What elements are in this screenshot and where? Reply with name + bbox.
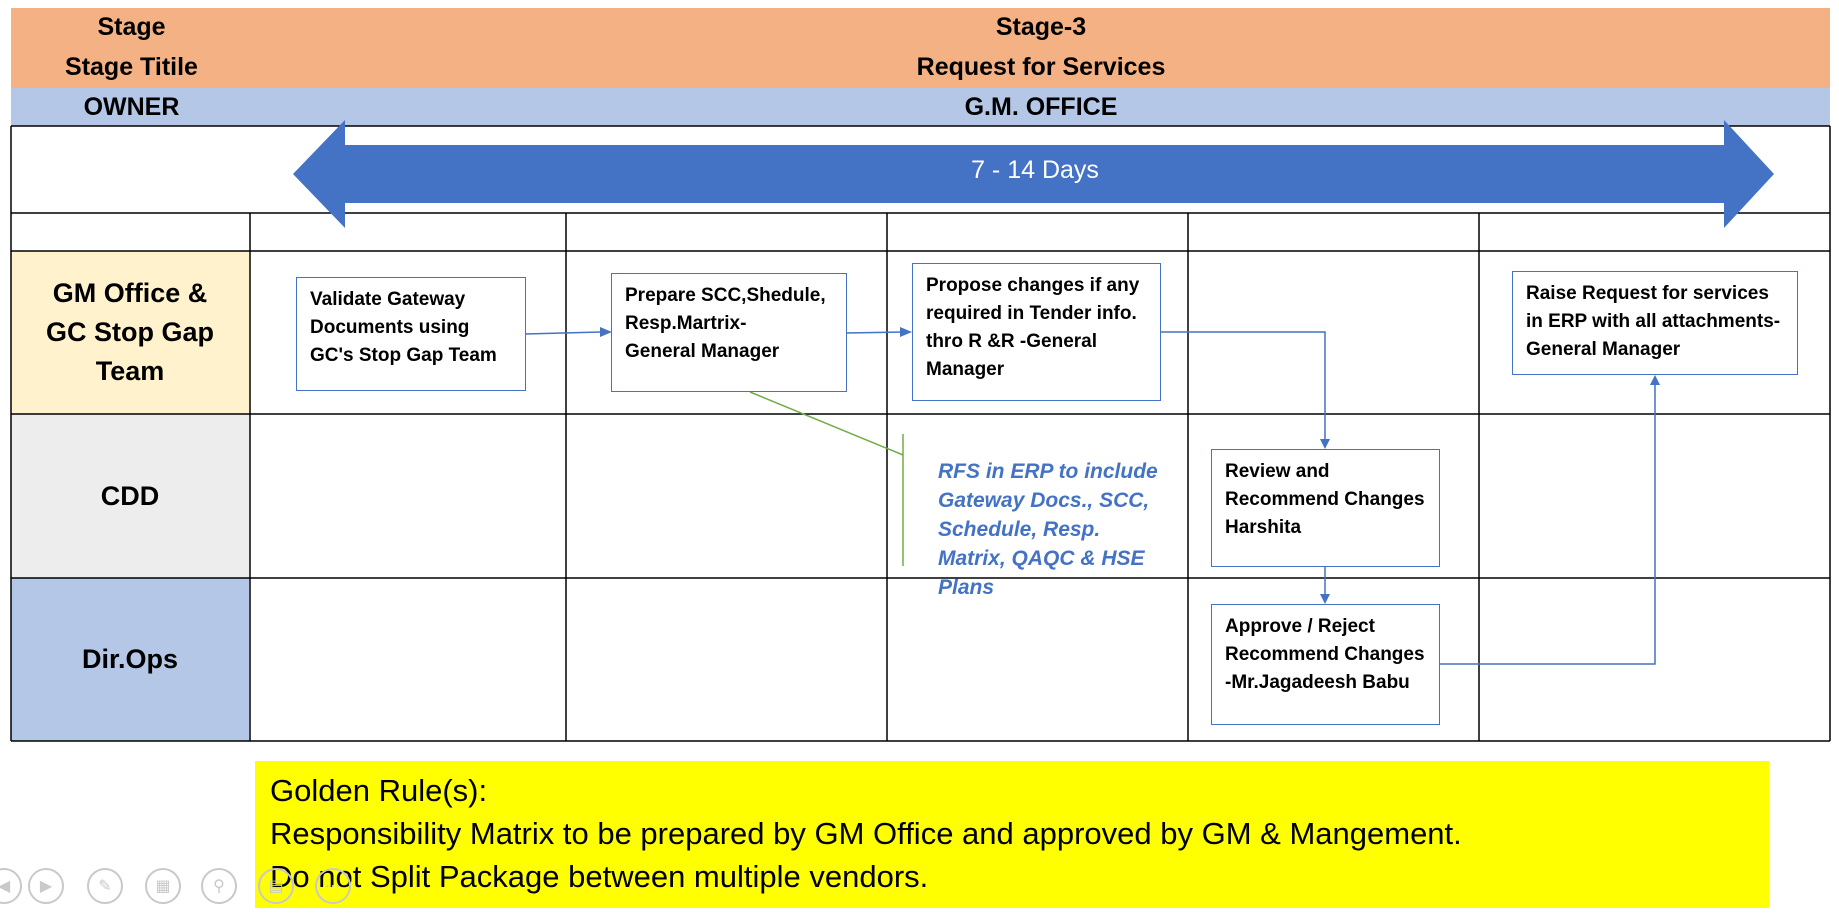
review-changes-box[interactable]: Review and Recommend Changes Harshita	[1211, 449, 1440, 567]
stage-row: Stage Stage-3	[11, 8, 1830, 46]
lane-cdd: CDD	[11, 414, 249, 578]
golden-rule-2: Do not Split Package between multiple ve…	[270, 859, 929, 894]
validate-documents-box[interactable]: Validate Gateway Documents using GC's St…	[296, 277, 526, 391]
owner-row: OWNER G.M. OFFICE	[11, 88, 1830, 126]
stage-title-row: Stage Titile Request for Services	[11, 46, 1830, 88]
zoom-icon[interactable]: ⚲	[201, 868, 237, 904]
owner-label: OWNER	[83, 92, 180, 121]
stage-title-value: Request for Services	[916, 52, 1166, 81]
rfs-annotation: RFS in ERP to include Gateway Docs., SCC…	[938, 428, 1178, 602]
lane-gm-office: GM Office & GC Stop Gap Team	[11, 251, 249, 414]
lane-label: GM Office & GC Stop Gap Team	[46, 278, 214, 386]
lane-label: CDD	[100, 480, 160, 511]
owner-value: G.M. OFFICE	[964, 92, 1118, 121]
golden-rules-panel: Golden Rule(s): Responsibility Matrix to…	[255, 761, 1769, 908]
pen-icon[interactable]: ✎	[87, 868, 123, 904]
subtitle-icon[interactable]: ▤	[258, 868, 294, 904]
duration-arrow	[293, 120, 1774, 228]
lane-label: Dir.Ops	[81, 644, 179, 674]
rfs-annotation-text: RFS in ERP to include Gateway Docs., SCC…	[938, 460, 1158, 599]
golden-rule-1: Responsibility Matrix to be prepared by …	[270, 816, 1462, 851]
prepare-scc-box[interactable]: Prepare SCC,Shedule, Resp.Martrix- Gener…	[611, 273, 847, 392]
stage-label: Stage	[97, 12, 166, 41]
golden-rules-title: Golden Rule(s):	[270, 773, 488, 808]
play-icon[interactable]: ▶	[28, 868, 64, 904]
stage-title-label: Stage Titile	[65, 52, 198, 81]
propose-changes-box[interactable]: Propose changes if any required in Tende…	[912, 263, 1161, 401]
lane-dir-ops: Dir.Ops	[11, 578, 249, 741]
stage-value: Stage-3	[995, 12, 1087, 41]
approve-reject-box[interactable]: Approve / Reject Recommend Changes -Mr.J…	[1211, 604, 1440, 725]
raise-request-box[interactable]: Raise Request for services in ERP with a…	[1512, 271, 1798, 375]
duration-label: 7 - 14 Days	[971, 156, 1099, 184]
slides-icon[interactable]: ▦	[145, 868, 181, 904]
more-icon[interactable]: ⋯	[315, 868, 351, 904]
